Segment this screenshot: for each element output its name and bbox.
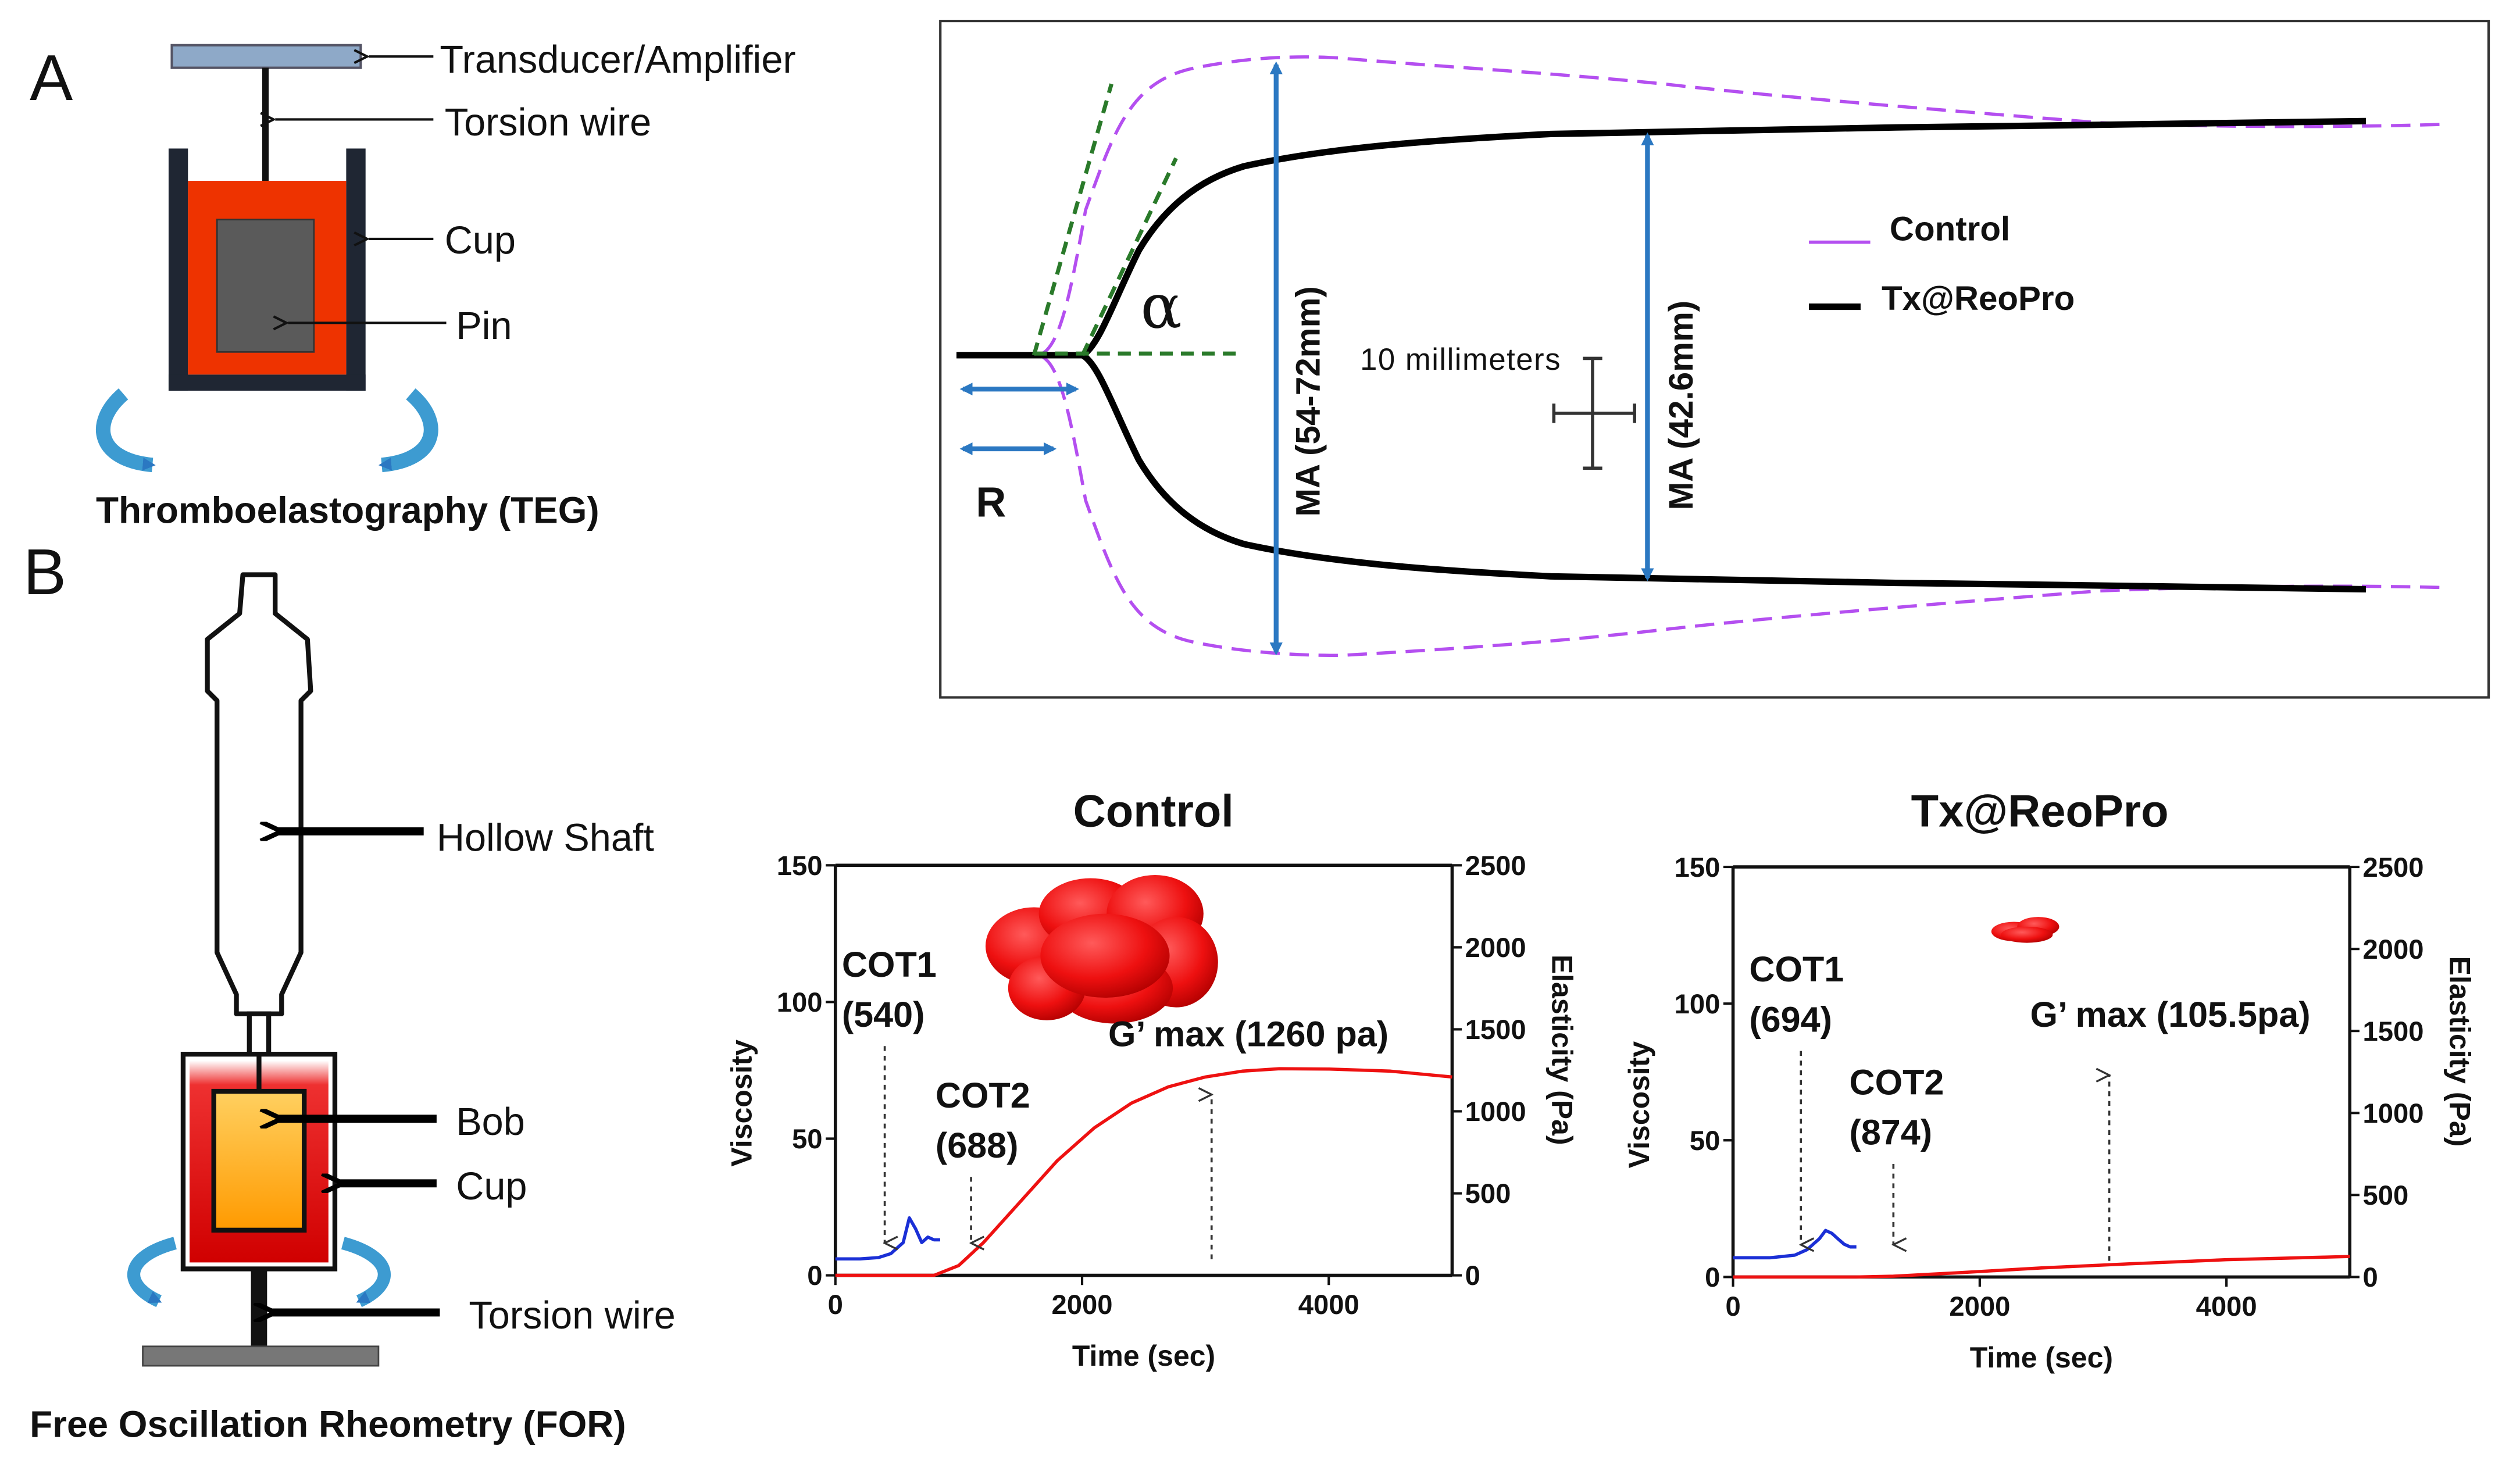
y2-axis-label: Elasticity (Pa): [1546, 955, 1579, 1145]
panel-a-teg-schematic: A Transducer/Amplifier Torsion wire Cup …: [30, 38, 795, 531]
alpha-symbol: α: [1141, 271, 1182, 342]
label-transducer: Transducer/Amplifier: [440, 38, 795, 81]
y2-tick-label: 500: [2362, 1180, 2408, 1211]
y2-tick-label: 1000: [2362, 1098, 2423, 1129]
annotation-cot: COT2: [1849, 1063, 1944, 1102]
y-tick-label: 50: [792, 1124, 823, 1155]
pin: [216, 219, 315, 353]
teg-trace-panel: α R MA (54-72mm) MA (42.6mm) 10 millimet…: [939, 20, 2490, 699]
annotation-cot: (540): [842, 995, 925, 1034]
annotation-cot: COT1: [842, 945, 937, 984]
panel-b-caption: Free Oscillation Rheometry (FOR): [30, 1403, 626, 1445]
shaft-neck: [247, 1011, 272, 1059]
alpha-tangent-control: [1031, 83, 1113, 356]
x-tick-label: 2000: [1949, 1291, 2010, 1322]
y2-tick-label: 500: [1465, 1179, 1511, 1209]
bob: [211, 1088, 307, 1233]
x-tick-label: 0: [1725, 1291, 1740, 1322]
y-tick-label: 100: [777, 987, 823, 1018]
annotation-cot: (694): [1749, 999, 1832, 1039]
rotation-arrow-left: [96, 388, 156, 473]
annotation-cot: (874): [1849, 1113, 1932, 1152]
panel-b-letter: B: [23, 535, 66, 608]
rotation-arrow-b-right: [341, 1237, 391, 1308]
chart-title-treated: Tx@ReoPro: [1911, 787, 2169, 837]
ma-control-label: MA (54-72mm): [1290, 286, 1327, 516]
chart-title-control: Control: [1073, 787, 1234, 837]
y-tick-label: 50: [1690, 1126, 1721, 1156]
y-tick-label: 150: [1675, 852, 1721, 883]
cup-wall-right: [346, 148, 366, 391]
annotation-gmax: G’ max (1260 pa): [1108, 1014, 1389, 1054]
y2-tick-label: 0: [1465, 1260, 1480, 1291]
y-tick-label: 0: [807, 1260, 822, 1291]
y-tick-label: 150: [777, 851, 823, 881]
for-chart-treated: Tx@ReoPro 050100150050010001500200025000…: [1623, 787, 2476, 1374]
x-axis-label: Time (sec): [1072, 1340, 1215, 1372]
label-torsion-wire: Torsion wire: [445, 101, 651, 144]
y2-tick-label: 1500: [2362, 1016, 2423, 1047]
y-tick-label: 0: [1705, 1262, 1720, 1293]
transducer-amplifier: [170, 44, 362, 69]
y2-tick-label: 2000: [1465, 933, 1526, 963]
x-tick-label: 4000: [1298, 1290, 1359, 1320]
label-bob: Bob: [456, 1101, 525, 1144]
y2-tick-label: 2500: [2362, 852, 2423, 883]
label-pin: Pin: [456, 305, 512, 348]
y-tick-label: 100: [1675, 989, 1721, 1020]
treated-trace-upper: [956, 117, 2366, 359]
y2-tick-label: 0: [2362, 1262, 2378, 1293]
annotation-cot: (688): [936, 1126, 1019, 1165]
annotation-cot: COT2: [936, 1076, 1030, 1115]
label-torsion-wire-b: Torsion wire: [469, 1294, 675, 1337]
x-tick-label: 4000: [2196, 1291, 2257, 1322]
annotation-gmax: G’ max (105.5pa): [2030, 995, 2310, 1034]
elasticity-line: [1733, 1255, 2350, 1279]
annotation-cot: COT1: [1749, 949, 1844, 989]
alpha-tangent-treated: [1080, 157, 1178, 356]
y-axis-label: Viscosity: [725, 1040, 758, 1167]
clot-treated: [1991, 917, 2059, 943]
scale-label: 10 millimeters: [1360, 342, 1560, 377]
x-tick-label: 0: [828, 1290, 843, 1320]
legend-treated: Tx@ReoPro: [1882, 280, 2075, 317]
rotation-arrow-b-left: [127, 1237, 177, 1308]
panel-b-for-schematic: B Hollow Shaft Bob Cup Torsion wire Free…: [23, 535, 676, 1445]
r-label: R: [976, 480, 1006, 526]
treated-trace-lower: [956, 352, 2366, 593]
clot-control: [985, 874, 1218, 1024]
y2-tick-label: 1000: [1465, 1097, 1526, 1127]
rotation-arrow-right: [378, 388, 438, 473]
y2-tick-label: 2500: [1465, 851, 1526, 881]
viscosity-line: [1733, 1229, 1857, 1260]
label-cup: Cup: [445, 219, 516, 262]
label-hollow-shaft: Hollow Shaft: [437, 816, 655, 859]
y2-tick-label: 2000: [2362, 934, 2423, 965]
label-cup-b: Cup: [456, 1165, 527, 1208]
viscosity-line: [835, 1216, 940, 1261]
cup-wall-left: [168, 148, 188, 391]
elasticity-line: [835, 1067, 1452, 1277]
cup-base: [168, 374, 366, 391]
y2-tick-label: 1500: [1465, 1015, 1526, 1045]
x-tick-label: 2000: [1052, 1290, 1113, 1320]
x-axis-label: Time (sec): [1970, 1341, 2113, 1374]
y2-axis-label: Elasticity (Pa): [2443, 956, 2476, 1147]
panel-a-caption: Thromboelastography (TEG): [96, 490, 599, 531]
control-trace-lower: [956, 353, 2447, 658]
ma-treated-label: MA (42.6mm): [1662, 301, 1700, 510]
panel-a-letter: A: [30, 41, 73, 114]
hollow-shaft: [205, 572, 313, 1016]
legend-control: Control: [1890, 210, 2010, 248]
y-axis-label: Viscosity: [1623, 1041, 1655, 1169]
base-plate: [142, 1345, 380, 1367]
